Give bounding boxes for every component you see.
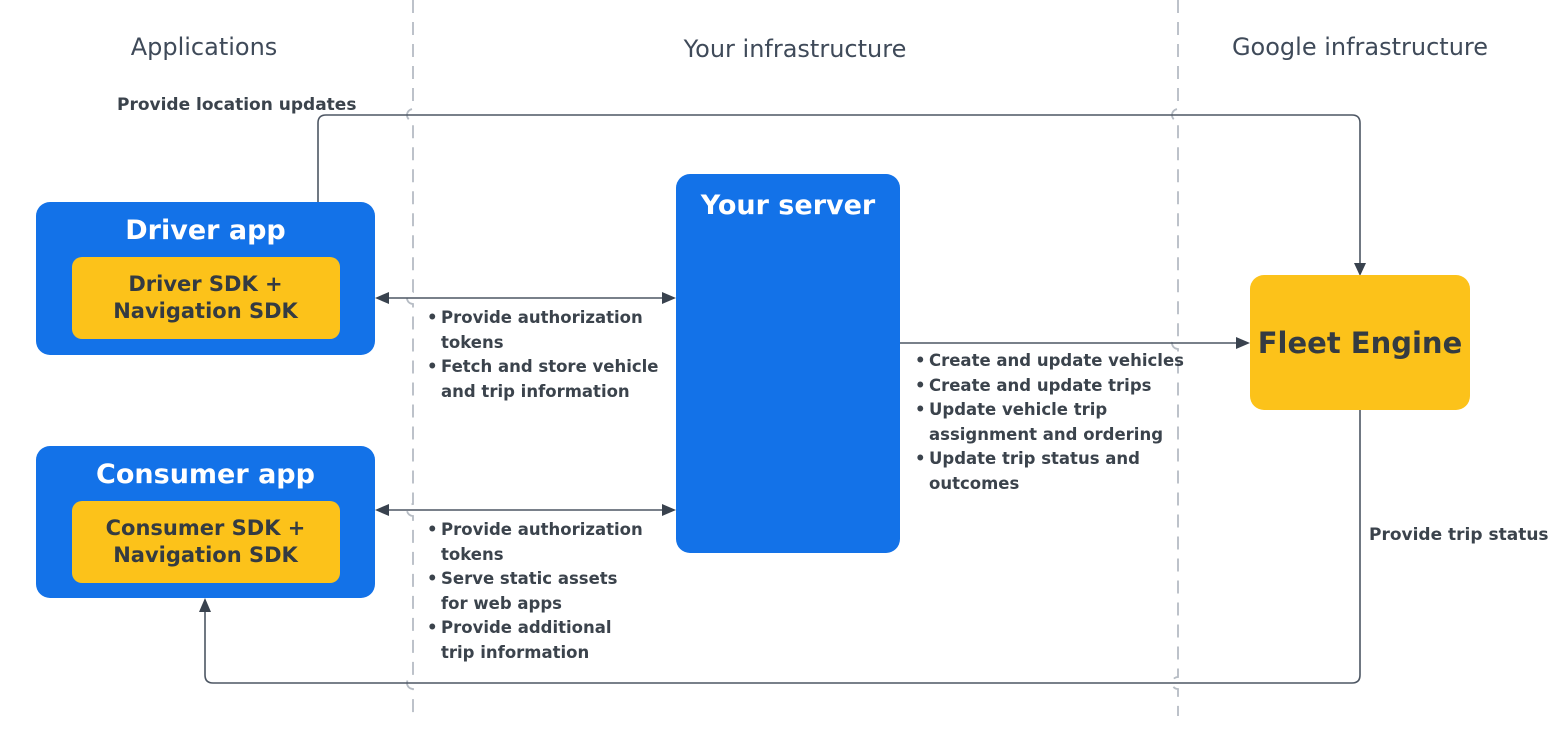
arrowhead-left-driver-app [375, 292, 389, 304]
column-header-your-infrastructure: Your infrastructure [683, 35, 907, 63]
bullet-item: Create and update vehicles [915, 349, 1190, 374]
lane-divider-left [406, 0, 414, 716]
consumer-sdk-box: Consumer SDK + Navigation SDK [71, 501, 340, 583]
node-your-server: Your server [676, 174, 900, 553]
edge-bullets-server-fleet: Create and update vehiclesCreate and upd… [915, 349, 1190, 496]
driver-app-title: Driver app [125, 215, 286, 246]
edge-label-location-updates: Provide location updates [117, 95, 357, 115]
arrowhead-down-fleet-engine [1354, 263, 1366, 276]
bullet-item: Fetch and store vehicle and trip informa… [427, 355, 662, 404]
arrowhead-right-fleet-engine [1236, 337, 1250, 349]
driver-sdk-box: Driver SDK + Navigation SDK [71, 257, 340, 339]
fleet-engine-title: Fleet Engine [1257, 325, 1463, 360]
edge-trip-status [204, 410, 1361, 684]
edge-location-updates [317, 114, 1361, 264]
node-fleet-engine: Fleet Engine [1250, 275, 1470, 410]
consumer-app-title: Consumer app [96, 459, 315, 490]
arrowhead-right-your-server-2 [662, 504, 676, 516]
your-server-title: Your server [700, 190, 876, 221]
edge-bullets-driver-server: Provide authorization tokensFetch and st… [427, 306, 662, 404]
bullet-item: Provide authorization tokens [427, 306, 662, 355]
arrowhead-right-your-server [662, 292, 676, 304]
node-consumer-app: Consumer app Consumer SDK + Navigation S… [36, 446, 375, 598]
bullet-item: Create and update trips [915, 374, 1190, 399]
column-header-applications: Applications [130, 33, 278, 61]
column-header-google-infrastructure: Google infrastructure [1231, 33, 1489, 61]
bullet-item: Provide additional trip information [427, 616, 662, 665]
bullet-item: Provide authorization tokens [427, 518, 662, 567]
arrowhead-left-consumer-app [375, 504, 389, 516]
node-driver-app: Driver app Driver SDK + Navigation SDK [36, 202, 375, 355]
edge-label-trip-status: Provide trip status [1369, 525, 1549, 545]
bullet-item: Update trip status and outcomes [915, 447, 1190, 496]
bullet-item: Update vehicle trip assignment and order… [915, 398, 1190, 447]
edge-bullets-consumer-server: Provide authorization tokensServe static… [427, 518, 662, 665]
bullet-item: Serve static assets for web apps [427, 567, 662, 616]
arrowhead-up-consumer-app [199, 598, 211, 612]
